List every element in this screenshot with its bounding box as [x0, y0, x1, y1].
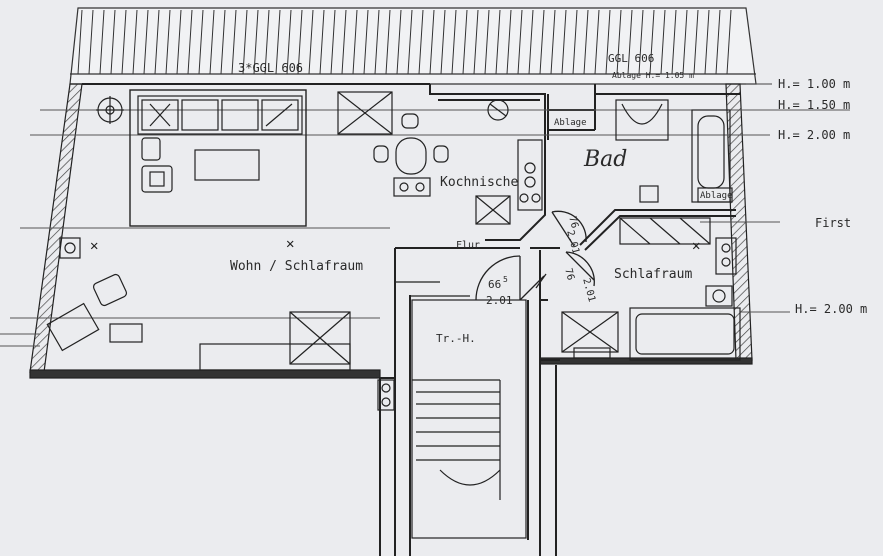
- door3-height: 2.01: [486, 294, 513, 307]
- svg-text:✕: ✕: [286, 236, 294, 252]
- height-callouts: H.= 1.00 m H.= 1.50 m H.= 2.00 m First H…: [746, 77, 867, 316]
- svg-text:✕: ✕: [90, 238, 98, 254]
- roof-window-left-label: 3*GGL 606: [238, 61, 303, 75]
- height-label-100: H.= 1.00 m: [778, 77, 850, 91]
- doors: [475, 210, 595, 301]
- height-label-200-lower: H.= 2.00 m: [795, 302, 867, 316]
- height-label-200: H.= 2.00 m: [778, 128, 850, 142]
- door3-width-sup: 5: [503, 275, 508, 284]
- room-label-schlafraum: Schlafraum: [614, 267, 692, 282]
- bedroom-furniture: ✕: [561, 217, 741, 361]
- room-label-wohn: Wohn / Schlafraum: [230, 259, 363, 274]
- door3-width: 66: [488, 278, 501, 291]
- ablage-height-note: Ablage H.= 1.05 m: [612, 71, 694, 80]
- room-label-treppenhaus: Tr.-H.: [436, 332, 476, 345]
- door1-width: 76: [566, 215, 580, 229]
- door2-width: 76: [562, 267, 576, 281]
- room-label-bad: Bad: [583, 147, 627, 172]
- interior-walls: [82, 83, 740, 556]
- kitchen-furniture: [475, 99, 543, 225]
- roof-window-right-label: GGL 606: [608, 52, 654, 65]
- ablage-label-1: Ablage: [554, 118, 587, 128]
- svg-text:✕: ✕: [692, 238, 700, 254]
- living-room-furniture: ✕ ✕: [46, 89, 449, 371]
- staircase: [377, 281, 527, 539]
- ablage-label-2: Ablage: [700, 191, 733, 201]
- room-label-flur: Flur: [456, 240, 480, 251]
- bath-fixtures: [615, 99, 733, 203]
- height-label-150: H.= 1.50 m: [778, 98, 850, 112]
- first-label: First: [815, 216, 851, 230]
- room-label-kochnische: Kochnische: [440, 175, 518, 190]
